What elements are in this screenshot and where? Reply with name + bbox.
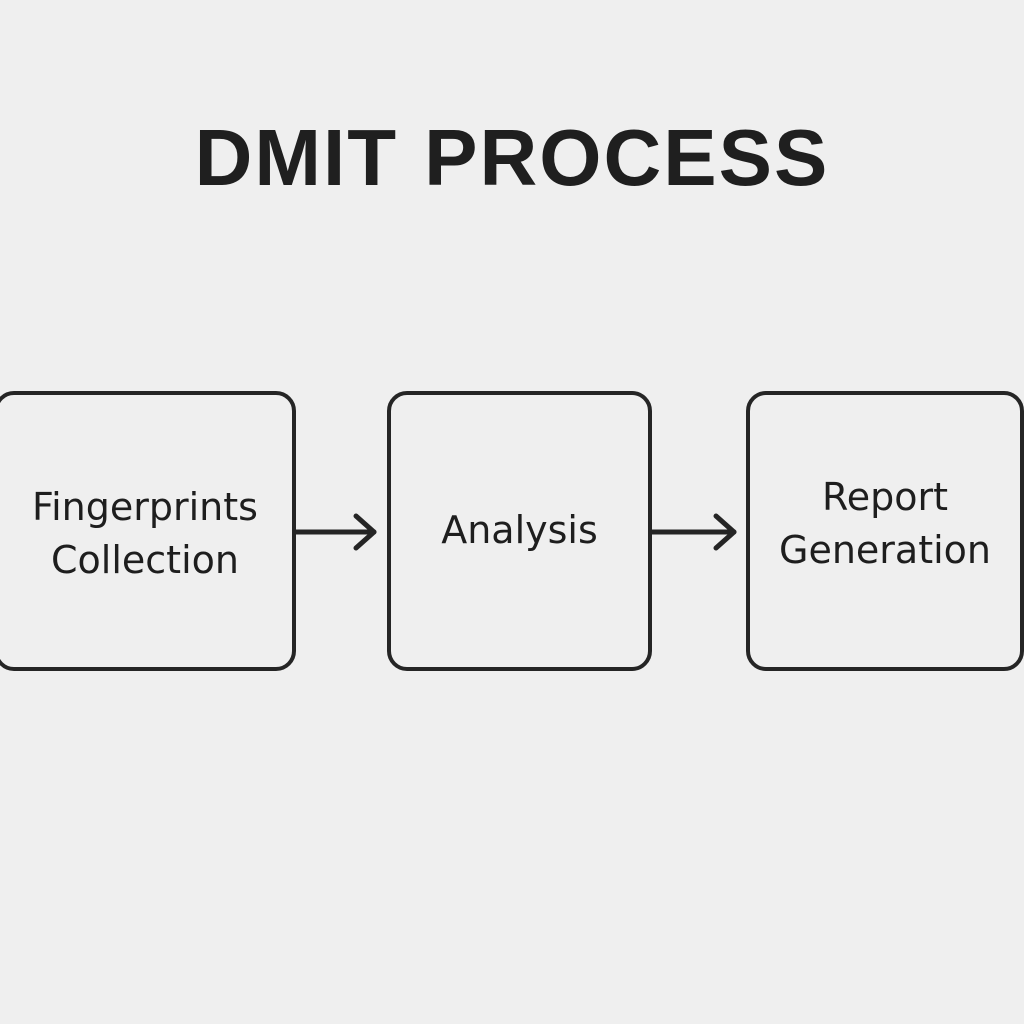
step-label: Analysis <box>441 508 598 553</box>
step-label: Fingerprints Collection <box>32 484 258 582</box>
title-word-process: PROCESS <box>424 113 830 202</box>
step-box-analysis: Analysis <box>387 391 652 671</box>
step-box-fingerprints-collection: Fingerprints Collection <box>0 391 296 671</box>
arrow-right-icon <box>652 513 737 551</box>
title-word-dmit: DMIT <box>194 113 399 202</box>
step-box-report-generation: Report Generation <box>746 391 1024 671</box>
step-label: Report Generation <box>779 474 991 572</box>
arrow-right-icon <box>296 513 377 551</box>
